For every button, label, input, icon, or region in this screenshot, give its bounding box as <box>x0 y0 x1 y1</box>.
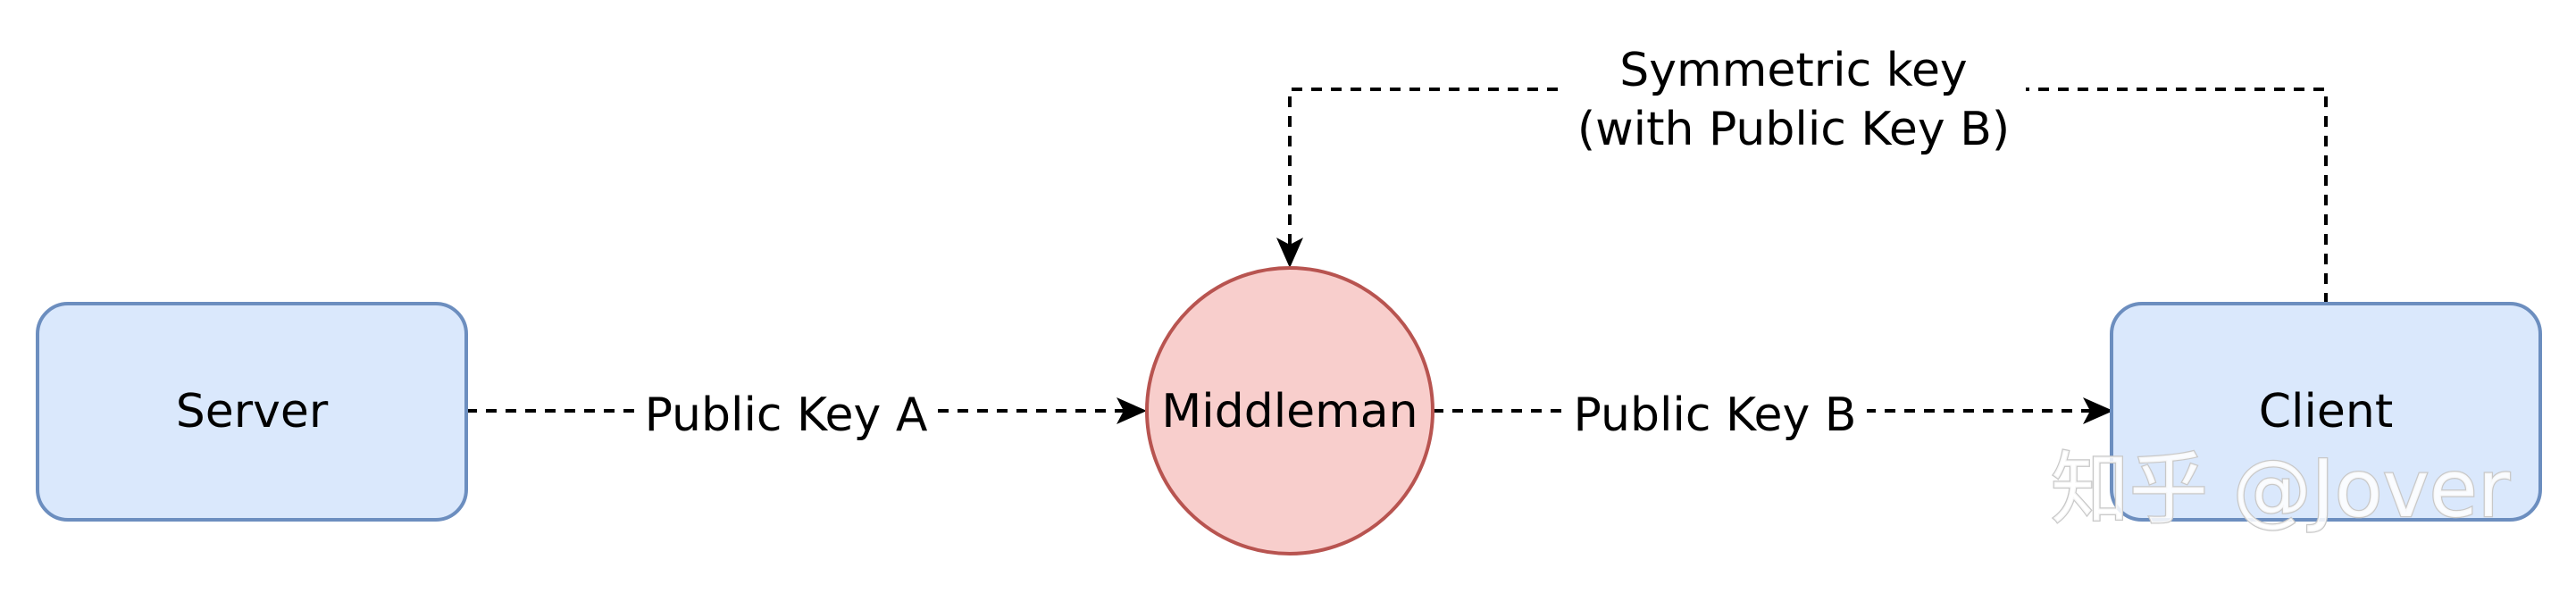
watermark-text: 知乎 @Jover <box>2051 443 2511 535</box>
client-box <box>2110 302 2542 522</box>
symmetric-key-label-line2: (with Public Key B) <box>1577 103 2010 156</box>
middleman-label: Middleman <box>1161 385 1418 438</box>
public-key-a-label-bg <box>638 379 936 447</box>
edge-server-to-middleman: Public Key A <box>466 379 1147 447</box>
edge-middleman-to-client: Public Key B <box>1433 379 2113 447</box>
symmetric-key-label-line1: Symmetric key <box>1619 44 1967 97</box>
client-label: Client <box>2259 385 2394 438</box>
symmetric-key-label-bg <box>1561 36 2026 170</box>
public-key-a-label: Public Key A <box>645 388 928 442</box>
middleman-circle <box>1145 266 1434 555</box>
public-key-b-label: Public Key B <box>1574 388 1857 442</box>
server-box <box>36 302 468 522</box>
middleman-node: Middleman <box>1145 266 1434 555</box>
client-node: Client <box>2110 302 2542 522</box>
edge-client-to-middleman: Symmetric key (with Public Key B) <box>1276 36 2328 304</box>
server-node: Server <box>36 302 468 522</box>
public-key-b-label-bg <box>1567 379 1867 447</box>
server-label: Server <box>176 385 329 438</box>
